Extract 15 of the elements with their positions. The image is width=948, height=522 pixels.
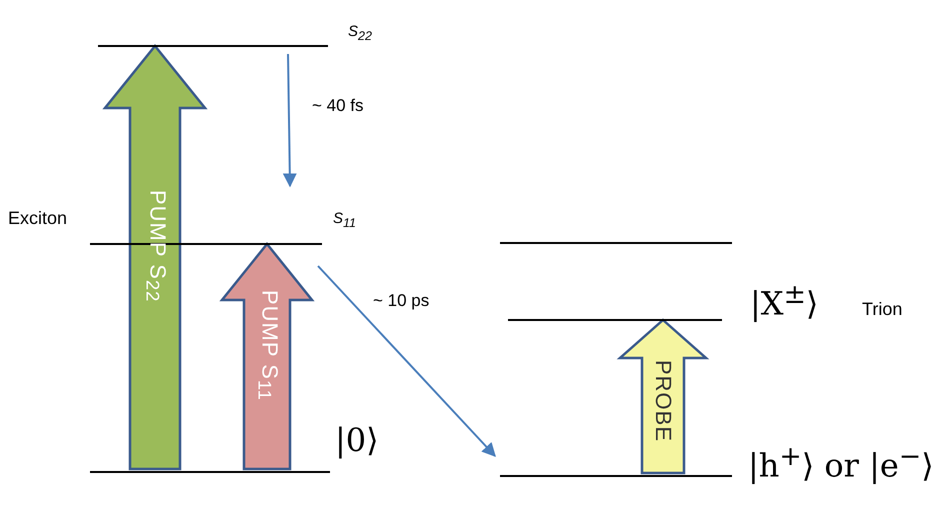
state-name: Exciton: [8, 209, 68, 227]
edge-label: ~ 40 fs: [312, 97, 364, 114]
level-label: S$_{11}$: [333, 211, 356, 230]
state-label: |0⟩: [335, 424, 379, 456]
block-arrow: [219, 242, 315, 470]
arrow-label: PROBE: [652, 360, 674, 442]
state-label: |X$^{±}$⟩: [750, 282, 818, 320]
edge-label: ~ 10 ps: [373, 292, 430, 309]
arrow: [317, 265, 496, 458]
state-label: |h$^{+}$⟩ or |e$^{−}$⟩: [748, 444, 934, 482]
arrow: [282, 54, 297, 188]
block-arrow: [616, 318, 710, 474]
block-arrow: [102, 44, 208, 470]
state-name: Trion: [862, 300, 902, 318]
level-label: S$_{22}$: [348, 24, 372, 42]
